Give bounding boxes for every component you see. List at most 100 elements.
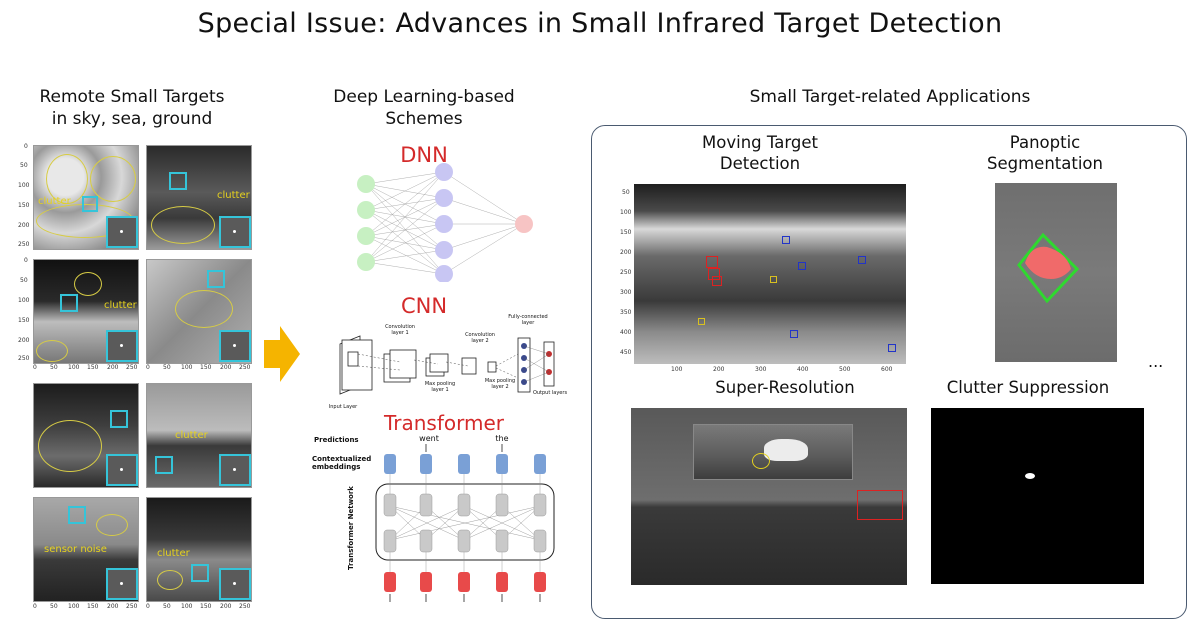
dnn-diagram: [357, 163, 533, 282]
clutter-ring: [90, 156, 136, 202]
y-tick: 150: [18, 202, 30, 209]
target-box: [169, 172, 187, 190]
x-tick: 250: [126, 603, 138, 610]
predictions-label: Predictions: [314, 436, 359, 444]
panoptic-title-line2: Segmentation: [987, 154, 1103, 173]
detection-box-blue: [782, 236, 790, 244]
detection-box-blue: [888, 344, 896, 352]
y-tick: 250: [18, 241, 30, 248]
clutter-label: clutter: [38, 196, 71, 207]
detection-box-blue: [798, 262, 806, 270]
transformer-network-label: Transformer Network: [347, 486, 355, 570]
vegetation-panel: [33, 383, 139, 488]
panoptic-image: [995, 183, 1117, 362]
moving-target-image: [634, 184, 906, 364]
mtd-title-line1: Moving Target: [702, 133, 818, 152]
y-tick: 100: [18, 297, 30, 304]
x-tick: 50: [50, 364, 58, 371]
pool2-label: Max pooling layer 2: [484, 378, 516, 390]
clutter-label: clutter: [175, 430, 208, 441]
contextual-label: Contextualized embeddings: [312, 455, 372, 471]
target-box: [191, 564, 209, 582]
x-tick: 100: [671, 366, 683, 373]
more-ellipsis: ...: [1148, 352, 1164, 371]
super-resolution-image: [631, 408, 907, 585]
x-tick: 100: [68, 603, 80, 610]
x-tick: 200: [220, 364, 232, 371]
zoom-inset: [106, 454, 138, 486]
target-box: [207, 270, 225, 288]
y-tick: 0: [24, 143, 28, 150]
x-tick: 100: [181, 364, 193, 371]
sr-title: Super-Resolution: [715, 378, 855, 397]
clutter-label: clutter: [157, 548, 190, 559]
sky-clouds-panel: clutter: [33, 145, 139, 250]
zoom-inset: [219, 454, 251, 486]
x-tick: 0: [146, 603, 150, 610]
x-tick: 100: [68, 364, 80, 371]
x-tick: 200: [107, 603, 119, 610]
x-tick: 250: [239, 603, 251, 610]
detection-box-blue: [858, 256, 866, 264]
clutter-suppression-image: [931, 408, 1144, 584]
y-tick: 250: [18, 355, 30, 362]
y-tick: 300: [620, 289, 632, 296]
zoom-inset: [219, 216, 251, 248]
apps-section-title: Small Target-related Applications: [749, 87, 1031, 107]
cnn-diagram: [339, 335, 555, 395]
dnn-title: DNN: [400, 143, 448, 167]
target-box: [82, 196, 98, 212]
input-label: Input Layer: [328, 404, 358, 410]
y-tick: 200: [18, 222, 30, 229]
x-tick: 50: [163, 603, 171, 610]
segmentation-mask-icon: [1017, 232, 1080, 304]
y-tick: 450: [620, 349, 632, 356]
detection-box-red: [712, 276, 722, 286]
clutter-ring: [36, 340, 68, 362]
conv1-label: Convolution layer 1: [385, 324, 415, 336]
y-tick: 0: [24, 257, 28, 264]
x-tick: 300: [755, 366, 767, 373]
clutter-label: clutter: [104, 300, 137, 311]
x-tick: 600: [881, 366, 893, 373]
clutter-ring: [38, 420, 102, 472]
zoom-inset: [219, 330, 251, 362]
x-tick: 200: [107, 364, 119, 371]
x-tick: 200: [220, 603, 232, 610]
the-label: the: [495, 434, 509, 443]
y-tick: 150: [620, 229, 632, 236]
x-tick: 50: [50, 603, 58, 610]
dark-ground-panel: clutter: [146, 497, 252, 602]
cs-title: Clutter Suppression: [946, 378, 1110, 397]
y-tick: 200: [620, 249, 632, 256]
clutter-ring: [151, 206, 215, 244]
remote-title-line1: Remote Small Targets: [39, 87, 225, 107]
detection-box-blue: [790, 330, 798, 338]
transformer-title: Transformer: [383, 411, 504, 435]
y-tick: 200: [18, 337, 30, 344]
detection-box-red: [706, 256, 718, 268]
mtd-title: Moving Target Detection: [660, 132, 860, 174]
dl-section-title: Deep Learning-based Schemes: [312, 86, 536, 130]
mtd-title-line2: Detection: [719, 154, 801, 173]
x-tick: 0: [146, 364, 150, 371]
target-region-box: [857, 490, 903, 520]
zoom-inset: [106, 330, 138, 362]
y-tick: 50: [622, 189, 630, 196]
remote-title-line2: in sky, sea, ground: [51, 109, 213, 129]
x-tick: 100: [181, 603, 193, 610]
target-box: [110, 410, 128, 428]
transformer-diagram: [375, 444, 555, 602]
x-tick: 400: [797, 366, 809, 373]
x-tick: 0: [33, 603, 37, 610]
x-tick: 0: [33, 364, 37, 371]
x-tick: 150: [87, 364, 99, 371]
detection-box-yellow: [698, 318, 705, 325]
x-tick: 150: [87, 603, 99, 610]
flow-arrow-icon: [264, 326, 300, 382]
panoptic-title-line1: Panoptic: [1009, 133, 1081, 152]
y-tick: 50: [20, 277, 28, 284]
applications-panel: [591, 125, 1187, 619]
clutter-ring: [46, 154, 88, 204]
panoptic-title: Panoptic Segmentation: [950, 132, 1140, 174]
